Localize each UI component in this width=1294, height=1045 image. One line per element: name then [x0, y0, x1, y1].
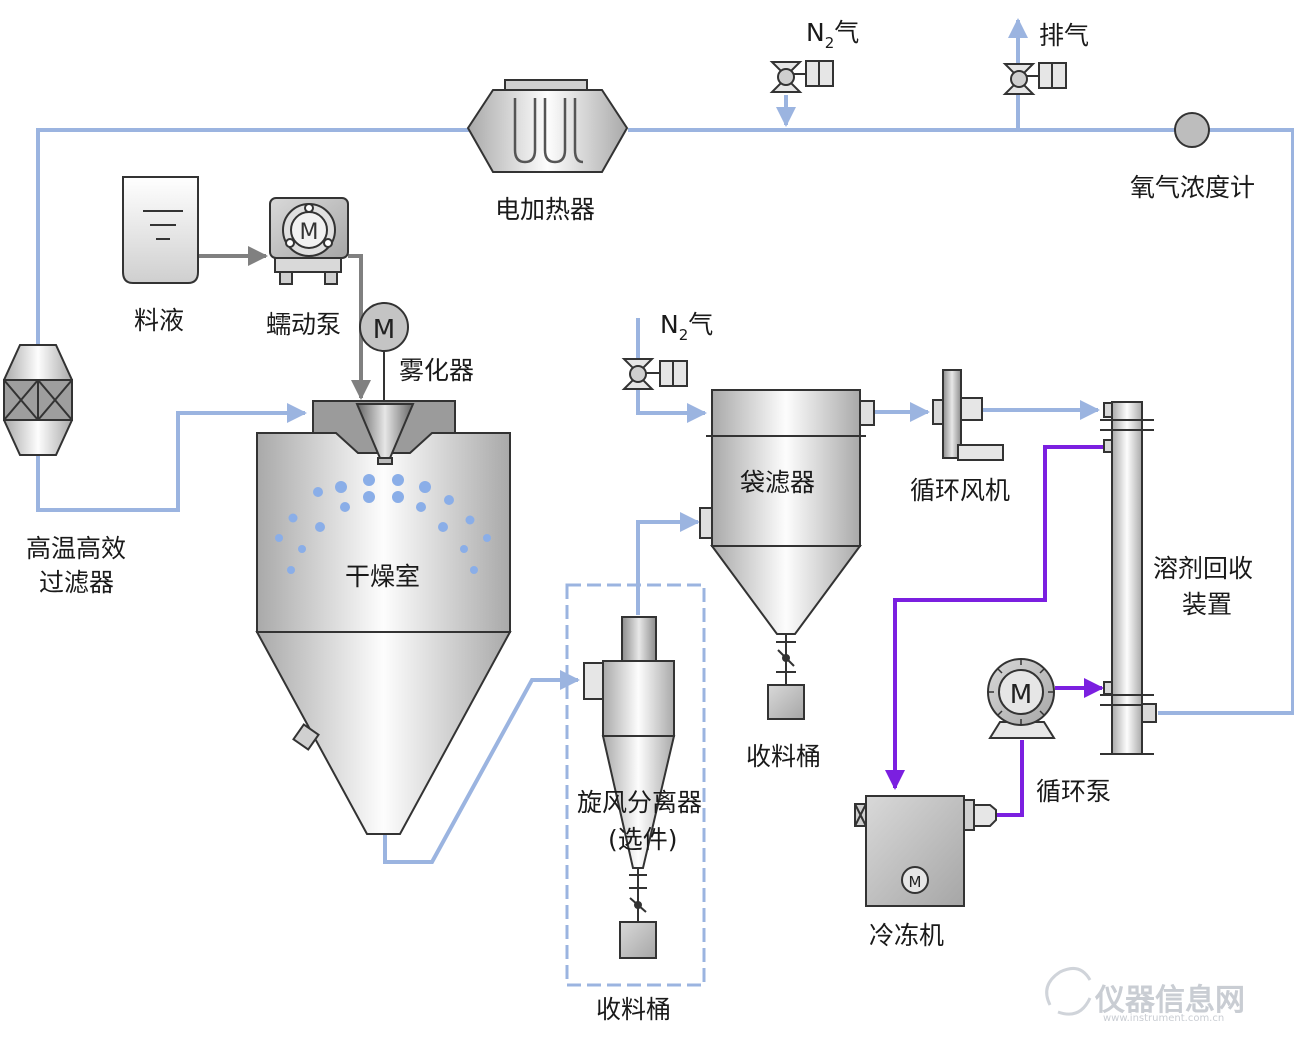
optional-dashed-frame [565, 583, 706, 987]
pipe-chamber-to-cyclone [383, 670, 580, 864]
solvent-recovery-label-line1: 溶剂回收 [1153, 554, 1254, 583]
bag-filter-label: 袋滤器 [740, 468, 816, 497]
cyclone-label-line2: (选件) [608, 825, 678, 854]
motor-glyph: M [909, 873, 922, 891]
heater-label: 电加热器 [495, 195, 596, 224]
spray-droplets [275, 474, 491, 574]
solvent-recovery-label-line2: 装置 [1182, 590, 1233, 619]
pipe-filter-to-heater [36, 128, 470, 345]
chiller: M [854, 795, 997, 907]
watermark-url: www.instrument.com.cn [1103, 1013, 1225, 1024]
circulation-fan-label: 循环风机 [910, 476, 1011, 505]
n2-valve-top[interactable] [769, 60, 834, 93]
hepa-filter-label-line2: 过滤器 [39, 568, 115, 597]
atomizer-motor: M [359, 302, 409, 410]
pipe-n2-inlet-mid [636, 390, 707, 423]
electric-heater [466, 79, 629, 173]
hepa-filter [3, 344, 73, 456]
pipe-recovery-to-chiller [885, 445, 1105, 790]
oxygen-meter-label: 氧气浓度计 [1130, 173, 1256, 202]
cyclone-separator [565, 583, 706, 987]
coolant-pipes [885, 445, 1105, 817]
cyclone-collector-bucket [619, 921, 657, 959]
drying-chamber [255, 400, 512, 835]
heating-coil-icon [513, 98, 584, 164]
motor-glyph: M [300, 220, 319, 245]
liquid-feed-pipes [199, 246, 371, 400]
n2-valve-mid[interactable] [621, 318, 688, 390]
chiller-label: 冷冻机 [869, 921, 945, 950]
watermark-brand: 仪器信息网 [1095, 983, 1245, 1018]
drying-chamber-label: 干燥室 [345, 562, 421, 591]
n2-label-mid: N2气 [660, 310, 714, 344]
pipe-filter-to-chamber [36, 403, 307, 512]
bag-collector-label: 收料桶 [746, 742, 822, 771]
hepa-filter-label-line1: 高温高效 [26, 534, 127, 563]
peristaltic-pump-label: 蠕动泵 [266, 310, 342, 339]
atomizer-label: 雾化器 [399, 356, 475, 385]
pipe-pump-to-atomizer [348, 254, 371, 400]
oxygen-meter-icon [1174, 112, 1210, 148]
circulation-pump-label: 循环泵 [1036, 777, 1112, 806]
feed-liquid-tank [122, 176, 199, 284]
exhaust-valve[interactable] [1002, 62, 1067, 95]
pipe-cyclone-to-bagfilter [636, 512, 700, 615]
cyclone-label-line1: 旋风分离器 [577, 788, 703, 817]
circulation-pump[interactable]: M [987, 658, 1056, 739]
peristaltic-pump[interactable]: M [269, 197, 349, 285]
liquid-level-icon [143, 210, 183, 240]
pipe-top-loop [628, 128, 1294, 715]
feed-liquid-label: 料液 [134, 306, 185, 335]
circulation-fan[interactable] [932, 369, 1004, 461]
bag-collector-bucket [767, 684, 805, 720]
cyclone-collector-label: 收料桶 [596, 995, 672, 1024]
watermark-logo-icon [1045, 966, 1092, 1016]
solvent-recovery-column [1100, 401, 1157, 755]
exhaust-label: 排气 [1039, 21, 1090, 50]
motor-glyph: M [1010, 680, 1032, 710]
bag-filter [699, 389, 875, 720]
pipe-chiller-to-pump [996, 740, 1024, 817]
motor-glyph: M [373, 315, 395, 345]
n2-label-top: N2气 [806, 18, 860, 52]
